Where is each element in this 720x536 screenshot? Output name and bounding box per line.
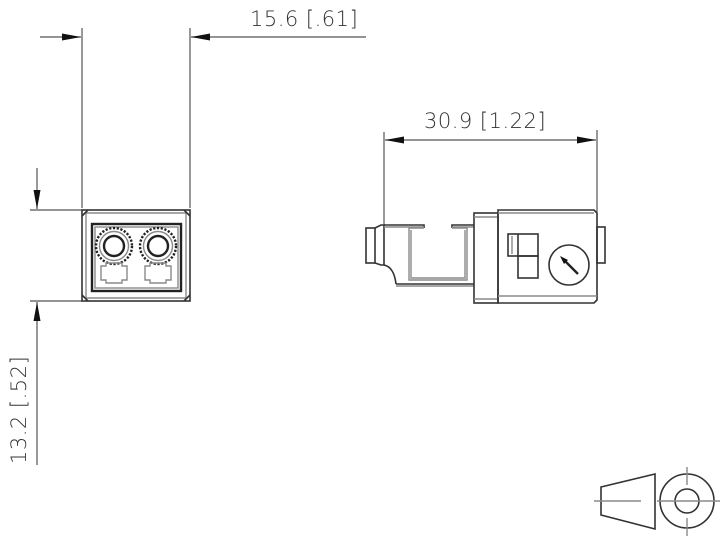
indicator-arrow-icon (560, 256, 568, 264)
side-view (365, 209, 606, 304)
length-dimension-label: 30.9 [1.22] (424, 109, 546, 133)
indicator-circle-icon (548, 244, 590, 286)
front-view (81, 209, 191, 302)
side-window-inner (410, 230, 466, 279)
latch-cutout (100, 262, 128, 284)
projection-cone-icon (600, 472, 656, 531)
ferrule-bore-icon (146, 234, 170, 258)
arrowhead-icon (33, 302, 41, 321)
front-view-chamfers (81, 209, 191, 302)
boot (365, 224, 397, 285)
arrowhead-icon (385, 136, 404, 144)
length-dimension: 30.9 [1.22] (383, 109, 598, 225)
ferrule-outer-icon (138, 226, 178, 266)
front-view-inner-outline (85, 212, 187, 299)
height-dimension-label: 13.2 [.52] (7, 356, 31, 464)
ferrule-bore-icon (102, 234, 126, 258)
port-frame (90, 222, 183, 293)
ferrule-outer-icon (94, 226, 134, 266)
latch-cutout (144, 262, 172, 284)
arrowhead-icon (191, 33, 210, 41)
boot-flare (374, 224, 385, 266)
rotation-indicator (548, 244, 590, 286)
rear-tab (596, 226, 606, 264)
front-view-outline (81, 209, 191, 302)
width-dimension-label: 15.6 [.61] (250, 7, 358, 31)
arrowhead-icon (577, 136, 596, 144)
port-frame-inner (94, 226, 179, 289)
ferrule-ring-icon (142, 230, 174, 262)
boot-curve (383, 264, 397, 285)
width-dimension: 15.6 [.61] (40, 7, 366, 208)
ferrule-ring-icon (98, 230, 130, 262)
arrowhead-icon (33, 190, 41, 209)
arrowhead-icon (62, 33, 81, 41)
collar (473, 212, 499, 304)
right-ferrule (138, 226, 178, 284)
side-window (408, 227, 468, 281)
height-dimension: 13.2 [.52] (7, 168, 82, 465)
projection-symbol (594, 467, 720, 536)
latch-window-bottom (517, 255, 539, 279)
housing (497, 209, 598, 304)
latch-window (507, 233, 539, 279)
boot-cap (365, 227, 376, 264)
left-ferrule (94, 226, 134, 284)
